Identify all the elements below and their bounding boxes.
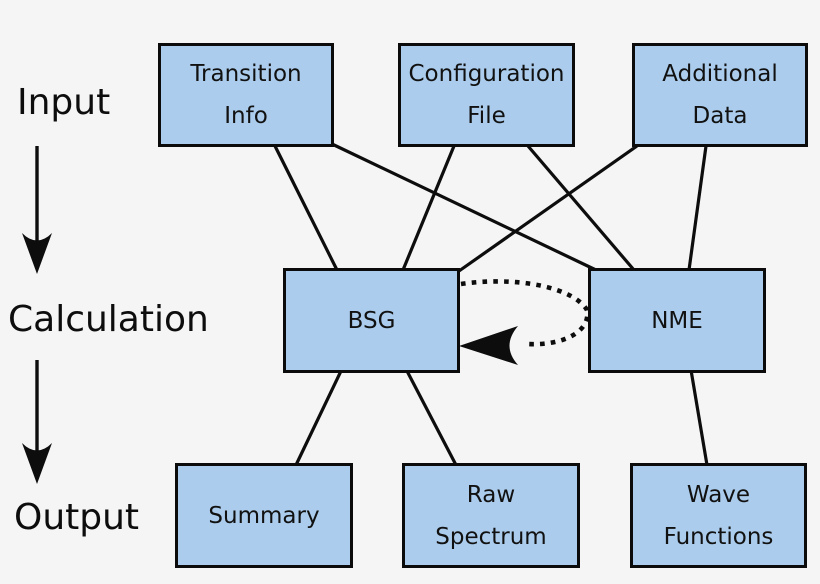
node-transition-info-label-line1: Transition [190, 61, 302, 87]
node-wave-functions: Wave Functions [630, 463, 807, 568]
calculation-flow-arrow [22, 360, 52, 484]
node-configuration-file-label-line2: File [467, 103, 506, 129]
input-flow-arrow [22, 146, 52, 274]
edge-configuration-file-bsg [401, 145, 456, 271]
feedback-arrowhead-icon [459, 326, 518, 365]
node-bsg: BSG [283, 268, 460, 373]
node-raw-spectrum-label-line2: Spectrum [435, 523, 547, 550]
edge-configuration-file-nme [526, 144, 636, 272]
edge-nme-wave-functions [689, 369, 709, 466]
edge-bsg-raw-spectrum [405, 370, 458, 466]
node-wave-functions-label-line2: Functions [663, 523, 774, 550]
node-configuration-file: Configuration File [398, 43, 575, 147]
edge-additional-data-bsg [458, 144, 638, 273]
node-transition-info: Transition Info [158, 43, 334, 147]
node-summary: Summary [175, 463, 353, 568]
stage-label-output: Output [14, 497, 140, 538]
node-raw-spectrum-label-line1: Raw [466, 481, 516, 508]
edge-transition-info-bsg [273, 145, 339, 271]
node-additional-data: Additional Data [632, 43, 808, 147]
node-additional-data-label-line2: Data [692, 103, 748, 129]
node-bsg-label: BSG [347, 307, 396, 334]
node-summary-label: Summary [208, 502, 320, 529]
node-raw-spectrum: Raw Spectrum [402, 463, 580, 568]
node-nme: NME [588, 268, 766, 373]
node-nme-label: NME [651, 307, 703, 334]
node-configuration-file-label-line1: Configuration [408, 61, 565, 87]
stage-label-calculation: Calculation [8, 299, 209, 340]
node-wave-functions-label-line1: Wave [686, 481, 751, 508]
edge-nme-bsg-feedback-dotted [460, 279, 590, 347]
node-additional-data-label-line1: Additional [662, 61, 778, 87]
edge-bsg-summary [294, 370, 343, 466]
node-transition-info-label-line2: Info [224, 103, 268, 129]
edge-transition-info-nme [331, 142, 597, 272]
edge-additional-data-nme [687, 145, 708, 271]
stage-label-input: Input [17, 82, 111, 123]
